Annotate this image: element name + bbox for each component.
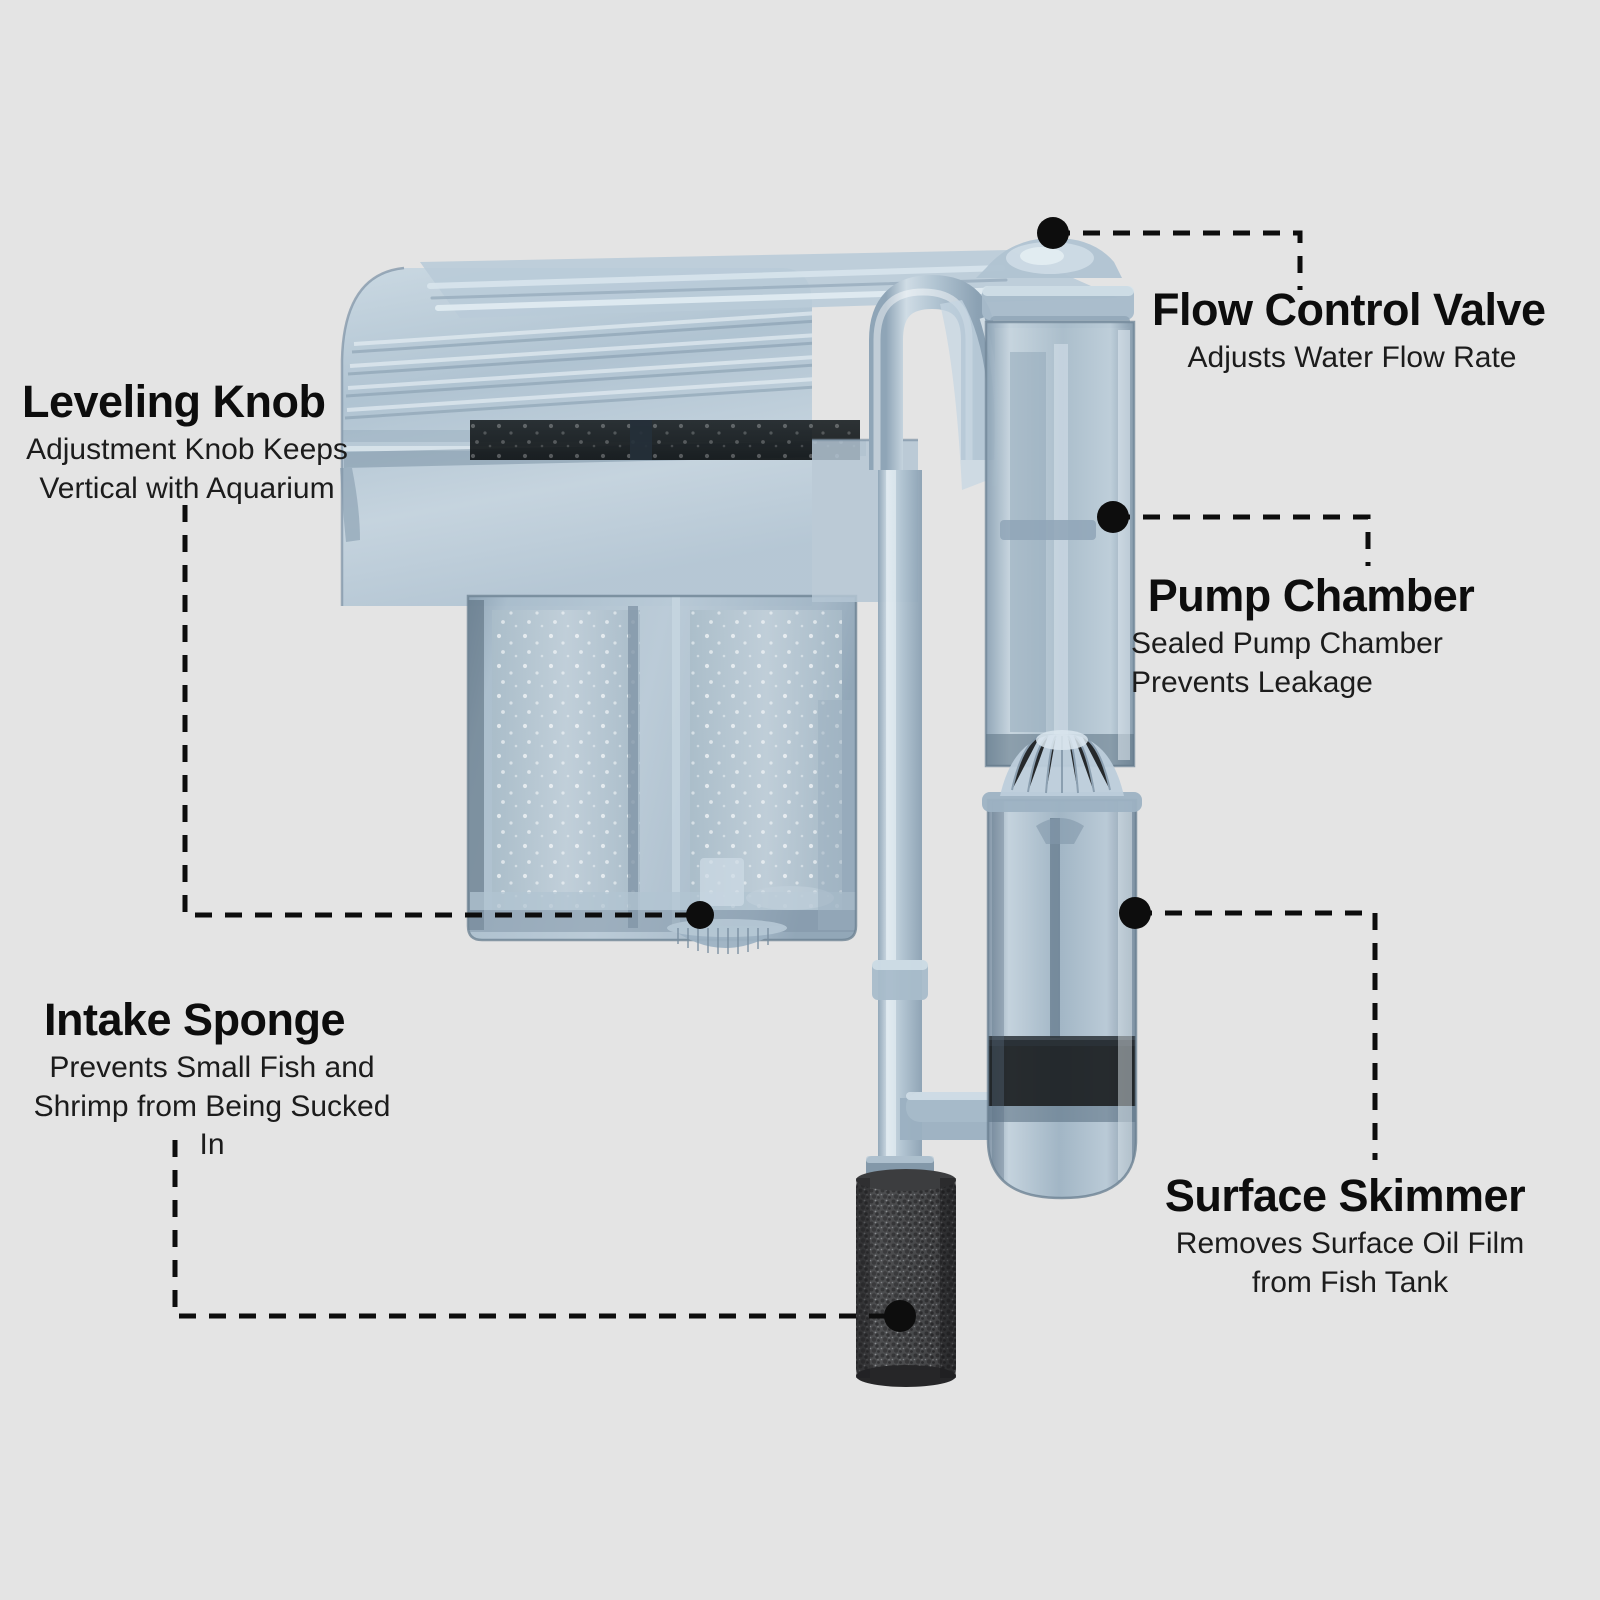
skimmer-dome xyxy=(1000,730,1124,796)
callout-surface-skimmer: Surface Skimmer Removes Surface Oil Film… xyxy=(1150,1172,1580,1302)
callout-subtitle-pump-chamber: Sealed Pump Chamber Prevents Leakage xyxy=(1131,627,1443,699)
return-spout xyxy=(869,274,1000,490)
callout-leveling-knob: Leveling Knob Adjustment Knob Keeps Vert… xyxy=(22,378,422,508)
callout-title-intake-sponge: Intake Sponge xyxy=(44,994,346,1045)
callout-subtitle-leveling-knob: Adjustment Knob Keeps Vertical with Aqua… xyxy=(26,433,348,505)
surface-skimmer xyxy=(982,730,1142,1200)
callout-subtitle-flow-control-valve: Adjusts Water Flow Rate xyxy=(1187,341,1517,375)
intake-sponge xyxy=(856,1169,956,1387)
pump-chamber xyxy=(984,320,1136,768)
callout-flow-control-valve: Flow Control Valve Adjusts Water Flow Ra… xyxy=(1152,286,1582,378)
callout-title-flow-control-valve: Flow Control Valve xyxy=(1152,284,1546,335)
carbon-media xyxy=(470,420,860,460)
callout-pump-chamber: Pump Chamber Sealed Pump Chamber Prevent… xyxy=(1131,572,1571,702)
callout-title-surface-skimmer: Surface Skimmer xyxy=(1164,1170,1526,1221)
intake-tube xyxy=(866,470,1002,1182)
callout-intake-sponge: Intake Sponge Prevents Small Fish and Sh… xyxy=(22,996,442,1164)
callout-title-pump-chamber: Pump Chamber xyxy=(1147,570,1475,621)
callout-subtitle-surface-skimmer: Removes Surface Oil Film from Fish Tank xyxy=(1175,1227,1525,1299)
callout-title-leveling-knob: Leveling Knob xyxy=(22,376,326,427)
callout-subtitle-intake-sponge: Prevents Small Fish and Shrimp from Bein… xyxy=(33,1051,391,1162)
